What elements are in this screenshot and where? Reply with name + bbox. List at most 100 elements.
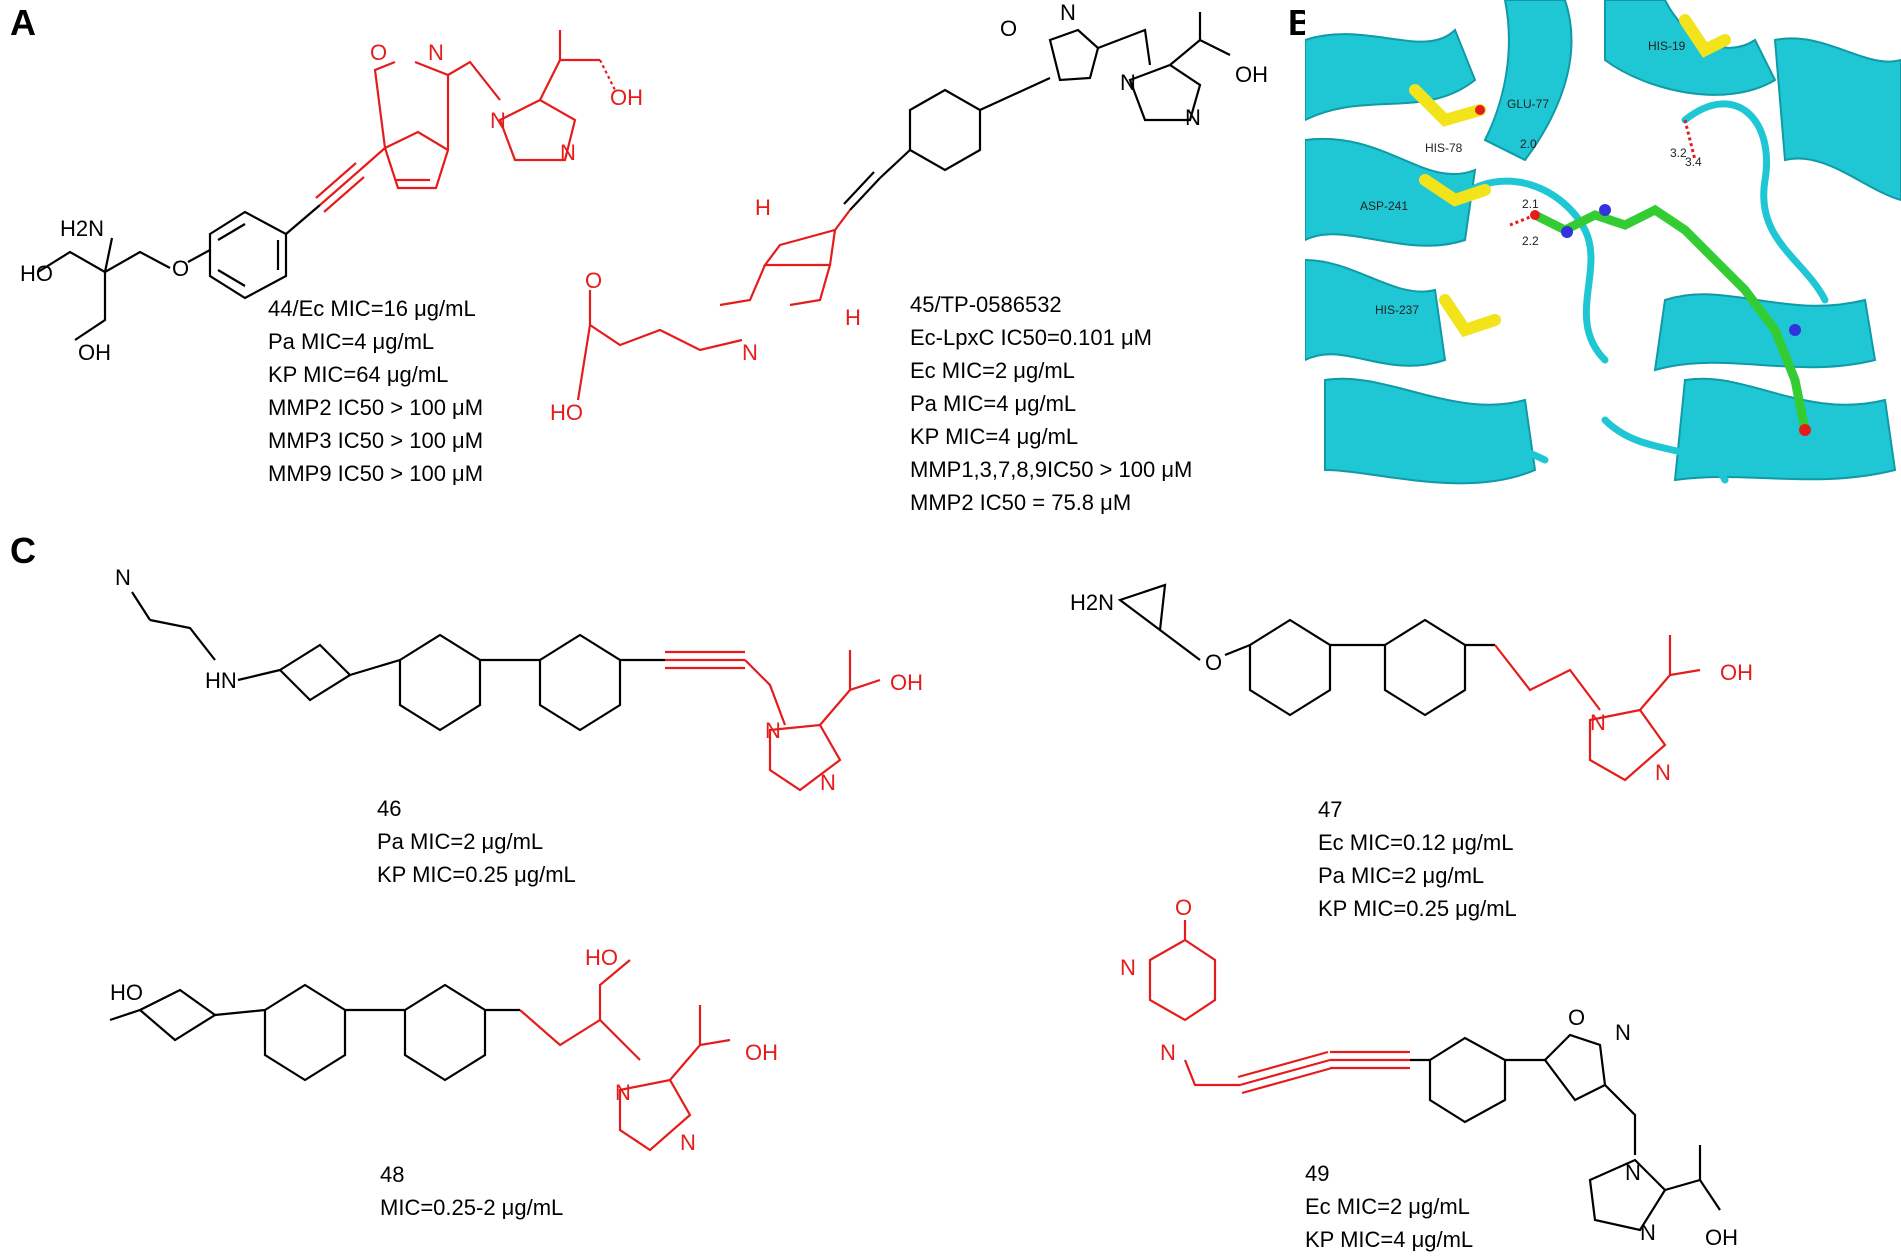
atom-n: N (765, 718, 781, 743)
compound-49-line: KP MIC=4 μg/mL (1305, 1227, 1474, 1252)
residue-label-his19: HIS-19 (1648, 39, 1686, 53)
compound-49-structure: O N N O N N N OH (1120, 895, 1738, 1250)
distance-label: 3.2 (1670, 146, 1687, 160)
atom-oh: OH (1720, 660, 1753, 685)
compound-44-line: MMP9 IC50 > 100 μM (268, 461, 484, 486)
oxygen-atoms (1475, 105, 1811, 436)
compound-48-structure: HO HO N N OH (109, 945, 778, 1155)
compound-44-line: 44/Ec MIC=16 μg/mL (268, 296, 476, 321)
panel-a-structures: HO H2N OH O O N N N OH O (20, 0, 1268, 425)
atom-h: H (755, 195, 771, 220)
residue-sticks (1409, 14, 1731, 338)
compound-45-line: MMP2 IC50 = 75.8 μM (910, 490, 1132, 515)
compound-48-line: MIC=0.25-2 μg/mL (380, 1195, 564, 1220)
panel-label-a: A (10, 2, 36, 43)
atom-n: N (1060, 0, 1076, 25)
atom-o: O (1205, 650, 1222, 675)
atom-n: N (1120, 70, 1136, 95)
residue-label-his78: HIS-78 (1425, 141, 1463, 155)
compound-44-line: MMP3 IC50 > 100 μM (268, 428, 484, 453)
distance-label: 2.0 (1520, 137, 1537, 151)
atom-oh: OH (745, 1040, 778, 1065)
compound-48-id: 48 (380, 1162, 405, 1187)
atom-n: N (1655, 760, 1671, 785)
compound-44-structure: HO H2N OH O O N N N OH (20, 30, 643, 365)
compound-45-structure: O N N N OH H H N O HO (550, 0, 1268, 425)
compound-46-line: Pa MIC=2 μg/mL (377, 829, 544, 854)
compound-47-line: Pa MIC=2 μg/mL (1318, 863, 1485, 888)
panel-c-structures: N HN N N OH H2N O N N (109, 565, 1753, 1250)
compound-46-id: 46 (377, 796, 402, 821)
atom-n: N (820, 770, 836, 795)
atom-oh: OH (1705, 1225, 1738, 1250)
atom-o: O (172, 256, 189, 281)
atom-oh: OH (610, 85, 643, 110)
compound-45-line: Ec MIC=2 μg/mL (910, 358, 1075, 383)
compound-45-line: Ec-LpxC IC50=0.101 μM (910, 325, 1152, 350)
distance-label: 2.2 (1522, 234, 1539, 248)
nitrogen-atoms (1561, 204, 1801, 336)
atom-n: N (490, 108, 506, 133)
atom-n: N (115, 565, 131, 590)
compound-46-structure: N HN N N OH (115, 565, 923, 795)
compound-47-structure: H2N O N N OH (1070, 583, 1753, 785)
atom-o: O (370, 40, 387, 65)
atom-o: O (1000, 16, 1017, 41)
compound-44-line: Pa MIC=4 μg/mL (268, 329, 435, 354)
hbond-lines (1509, 119, 1697, 227)
atom-n: N (742, 340, 758, 365)
compound-45-line: KP MIC=4 μg/mL (910, 424, 1079, 449)
residue-label-his237: HIS-237 (1375, 303, 1419, 317)
compound-47-line: KP MIC=0.25 μg/mL (1318, 896, 1517, 921)
atom-ho: HO (110, 980, 143, 1005)
atom-o: O (1568, 1005, 1585, 1030)
atom-n: N (680, 1130, 696, 1155)
atom-oh: OH (78, 340, 111, 365)
atom-h: H (845, 305, 861, 330)
atom-n: N (1120, 955, 1136, 980)
compound-45-line: MMP1,3,7,8,9IC50 > 100 μM (910, 457, 1193, 482)
atom-h2n: H2N (1070, 590, 1114, 615)
compound-44-data: 44/Ec MIC=16 μg/mL Pa MIC=4 μg/mL KP MIC… (268, 292, 483, 490)
compound-46-data: 46 Pa MIC=2 μg/mL KP MIC=0.25 μg/mL (377, 792, 576, 891)
protein-ribbon (1305, 0, 1901, 485)
compound-46-line: KP MIC=0.25 μg/mL (377, 862, 576, 887)
compound-44-line: KP MIC=64 μg/mL (268, 362, 449, 387)
atom-oh: OH (1235, 62, 1268, 87)
compound-49-id: 49 (1305, 1161, 1330, 1186)
compound-45-line: Pa MIC=4 μg/mL (910, 391, 1077, 416)
compound-45-data: 45/TP-0586532 Ec-LpxC IC50=0.101 μM Ec M… (910, 288, 1192, 519)
atom-n: N (1160, 1040, 1176, 1065)
atom-n: N (615, 1080, 631, 1105)
ligand-sticks (1530, 204, 1810, 435)
distance-label: 2.1 (1522, 197, 1539, 211)
protein-loops (1411, 100, 1829, 484)
atom-o: O (585, 268, 602, 293)
atom-oh: OH (890, 670, 923, 695)
residue-label-glu77: GLU-77 (1507, 97, 1549, 111)
compound-47-line: Ec MIC=0.12 μg/mL (1318, 830, 1514, 855)
atom-ho: HO (550, 400, 583, 425)
atom-o: O (1175, 895, 1192, 920)
atom-n: N (560, 140, 576, 165)
compound-47-id: 47 (1318, 797, 1343, 822)
atom-h2n: H2N (60, 216, 104, 241)
panel-label-c: C (10, 530, 36, 571)
atom-n: N (1640, 1220, 1656, 1245)
atom-n: N (1615, 1020, 1631, 1045)
atom-n: N (1590, 710, 1606, 735)
panel-b-docking-image: HIS-19 GLU-77 HIS-78 ASP-241 HIS-237 2.0… (1305, 0, 1901, 500)
residue-label-asp241: ASP-241 (1360, 199, 1408, 213)
compound-48-data: 48 MIC=0.25-2 μg/mL (380, 1158, 563, 1224)
atom-n: N (1625, 1160, 1641, 1185)
atom-ho: HO (20, 261, 53, 286)
compound-47-data: 47 Ec MIC=0.12 μg/mL Pa MIC=2 μg/mL KP M… (1318, 793, 1517, 925)
compound-49-line: Ec MIC=2 μg/mL (1305, 1194, 1470, 1219)
atom-n: N (428, 40, 444, 65)
atom-n: N (1185, 105, 1201, 130)
compound-44-line: MMP2 IC50 > 100 μM (268, 395, 484, 420)
atom-ho: HO (585, 945, 618, 970)
distance-label: 3.4 (1685, 155, 1702, 169)
compound-45-line: 45/TP-0586532 (910, 292, 1062, 317)
atom-hn: HN (205, 668, 237, 693)
